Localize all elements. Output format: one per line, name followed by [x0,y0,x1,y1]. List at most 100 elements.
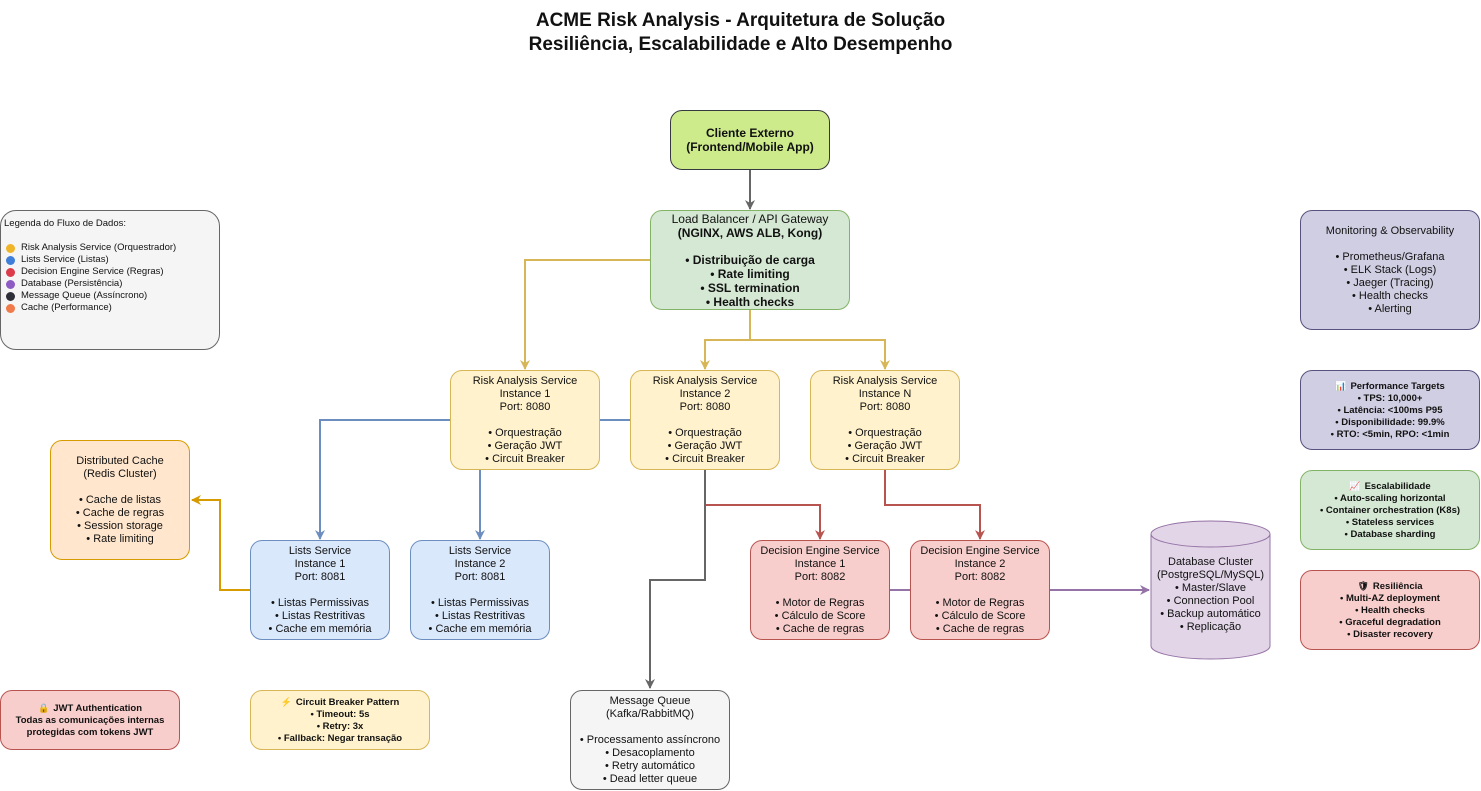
database-cluster-node: Database Cluster (PostgreSQL/MySQL) • Ma… [1150,520,1271,660]
node-feature: • Replicação [1179,621,1242,633]
node-feature: • Master/Slave [1174,582,1247,594]
legend-dot-icon [6,243,15,253]
node-instance: Instance N [858,387,912,400]
node-port: Port: 8082 [794,570,846,583]
panel-item: • Database sharding [1344,528,1436,540]
client-sublabel: (Frontend/Mobile App) [686,140,814,154]
note-title: Circuit Breaker Pattern [295,696,400,708]
node-feature: • Orquestração [488,426,562,439]
decision-engine-instance-1: Decision Engine Service Instance 1 Port:… [750,540,890,640]
legend-label: Database (Persistência) [21,278,123,289]
trend-up-icon: 📈 [1349,480,1361,491]
panel-item: • Graceful degradation [1339,616,1441,628]
legend-label: Message Queue (Assíncrono) [21,290,148,301]
legend-item: Cache (Performance) [4,302,219,314]
node-subtitle: (PostgreSQL/MySQL) [1157,569,1264,581]
node-feature: • Listas Permissivas [431,596,529,609]
node-feature: • Geração JWT [667,439,743,452]
node-title: Risk Analysis Service [472,374,578,387]
legend-label: Cache (Performance) [21,302,112,313]
node-feature: • Processamento assíncrono [579,733,721,746]
node-feature: • Backup automático [1160,608,1261,620]
node-feature: • Retry automático [604,759,696,772]
legend-item: Lists Service (Listas) [4,254,219,266]
legend-dot-icon [6,303,15,313]
panel-title: Escalabilidade [1364,480,1431,492]
node-feature: • Session storage [77,519,163,532]
node-subtitle: (Redis Cluster) [83,467,157,480]
node-instance: Instance 2 [954,557,1006,570]
jwt-auth-note: 🔒JWT Authentication Todas as comunicaçõe… [0,690,180,750]
edge-gateway-risk2 [700,310,751,370]
node-instance: Instance 2 [454,557,506,570]
legend-label: Decision Engine Service (Regras) [21,266,164,277]
legend-label: Lists Service (Listas) [21,254,109,265]
panel-item: • Prometheus/Grafana [1335,250,1445,263]
node-title: Risk Analysis Service [652,374,758,387]
panel-item: • TPS: 10,000+ [1357,392,1423,404]
node-subtitle: (Kafka/RabbitMQ) [605,707,695,720]
shield-icon: 🛡 [1357,580,1369,591]
performance-targets-panel: 📊Performance Targets • TPS: 10,000+ • La… [1300,370,1480,450]
node-title: Risk Analysis Service [832,374,938,387]
legend-title: Legenda do Fluxo de Dados: [4,218,127,229]
node-feature: • Cache em memória [268,622,372,635]
gateway-feature: • Health checks [705,294,795,309]
client-node: Cliente Externo (Frontend/Mobile App) [670,110,830,170]
node-feature: • Circuit Breaker [665,452,745,465]
edge-risk2-decision1 [704,470,825,540]
node-feature: • Listas Restritivas [274,609,366,622]
lightning-icon: ⚡ [280,696,292,707]
node-port: Port: 8081 [454,570,506,583]
note-title: JWT Authentication [53,702,143,714]
node-feature: • Cálculo de Score [774,609,866,622]
node-port: Port: 8081 [294,570,346,583]
panel-item: • Alerting [1368,302,1412,315]
legend-dot-icon [6,267,15,277]
diagram-subtitle: Resiliência, Escalabilidade e Alto Desem… [528,34,953,55]
legend-panel: Legenda do Fluxo de Dados: Risk Analysis… [0,210,220,350]
legend-dot-icon [6,291,15,301]
node-feature: • Geração JWT [847,439,923,452]
legend-dot-icon [6,279,15,289]
node-instance: Instance 1 [794,557,846,570]
node-feature: • Cache em memória [428,622,532,635]
risk-analysis-instance-n: Risk Analysis Service Instance N Port: 8… [810,370,960,470]
panel-title: Resiliência [1372,580,1423,592]
risk-analysis-instance-1: Risk Analysis Service Instance 1 Port: 8… [450,370,600,470]
node-instance: Instance 2 [679,387,731,400]
node-port: Port: 8082 [954,570,1006,583]
panel-item: • Jaeger (Tracing) [1346,276,1434,289]
node-title: Decision Engine Service [920,544,1040,557]
resilience-panel: 🛡Resiliência • Multi-AZ deployment • Hea… [1300,570,1480,650]
note-line: • Timeout: 5s [310,708,370,720]
node-feature: • Connection Pool [1166,595,1255,607]
legend-dot-icon [6,255,15,265]
node-feature: • Cache de regras [775,622,865,635]
risk-analysis-instance-2: Risk Analysis Service Instance 2 Port: 8… [630,370,780,470]
node-feature: • Orquestração [668,426,742,439]
gateway-subtitle: (NGINX, AWS ALB, Kong) [677,225,823,240]
node-feature: • Dead letter queue [602,772,698,785]
database-cylinder-icon [1150,520,1271,660]
node-title: Lists Service [288,544,352,557]
node-title: Lists Service [448,544,512,557]
edge-risk1-lists1 [315,419,450,540]
node-feature: • Desacoplamento [605,746,695,759]
monitoring-panel: Monitoring & Observability • Prometheus/… [1300,210,1480,330]
decision-engine-instance-2: Decision Engine Service Instance 2 Port:… [910,540,1050,640]
node-feature: • Motor de Regras [775,596,865,609]
node-port: Port: 8080 [679,400,731,413]
distributed-cache-node: Distributed Cache (Redis Cluster) • Cach… [50,440,190,560]
node-feature: • Circuit Breaker [845,452,925,465]
legend-item: Message Queue (Assíncrono) [4,290,219,302]
edge-risk2-queue [645,470,706,689]
panel-item: • Auto-scaling horizontal [1334,492,1446,504]
note-line: protegidas com tokens JWT [26,726,154,738]
legend-item: Decision Engine Service (Regras) [4,266,219,278]
panel-item: • Disponibilidade: 99.9% [1335,416,1445,428]
note-line: • Retry: 3x [316,720,364,732]
node-feature: • Cache de regras [935,622,1025,635]
edge-gateway-risk1 [520,259,650,370]
legend-item: Risk Analysis Service (Orquestrador) [4,242,219,254]
